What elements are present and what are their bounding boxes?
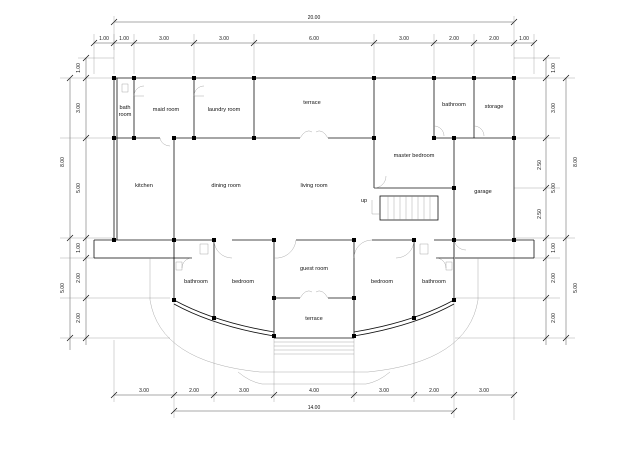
dim-left-6: 2.00 (76, 313, 82, 323)
staircase (371, 195, 439, 221)
dim-bottom-7: 3.00 (479, 388, 489, 394)
walls (93, 77, 535, 339)
dim-left-big-1: 8.00 (60, 157, 66, 167)
dim-top-7: 2.00 (449, 36, 459, 42)
dim-right-6: 1.00 (551, 243, 557, 253)
dim-left-1: 1.00 (76, 63, 82, 73)
dim-bottom-5: 3.00 (379, 388, 389, 394)
dim-bottom-2: 2.00 (189, 388, 199, 394)
dim-top-6: 3.00 (399, 36, 409, 42)
dim-left-3: 5.00 (76, 183, 82, 193)
dim-top-total: 20.00 (308, 15, 321, 21)
label-bath-room: bath (120, 105, 131, 111)
label-bath-room-2: room (119, 112, 132, 118)
dim-right-1: 1.00 (551, 63, 557, 73)
label-laundry-room: laundry room (208, 107, 241, 113)
dim-bottom-6: 2.00 (429, 388, 439, 394)
dimension-labels: 20.00 1.00 1.00 3.00 3.00 6.00 3.00 2.00… (60, 15, 579, 411)
dim-top-4: 3.00 (219, 36, 229, 42)
label-kitchen: kitchen (135, 183, 153, 189)
label-up: up (361, 198, 367, 204)
door-swings (133, 85, 485, 299)
dim-right-7: 2.00 (551, 273, 557, 283)
fixtures (121, 83, 453, 271)
label-bathroom-top: bathroom (442, 102, 466, 108)
dim-bottom-3: 3.00 (239, 388, 249, 394)
dim-bottom-total: 14.00 (308, 405, 321, 411)
label-garage: garage (474, 189, 491, 195)
dim-right-5: 2.50 (537, 209, 543, 219)
label-maid-room: maid room (153, 107, 180, 113)
dim-top-9: 1.00 (519, 36, 529, 42)
label-storage: storage (485, 104, 504, 110)
dim-top-8: 2.00 (489, 36, 499, 42)
dim-right-big-2: 5.00 (573, 283, 579, 293)
dim-bottom-4: 4.00 (309, 388, 319, 394)
label-terrace-top: terrace (303, 100, 320, 106)
label-bedroom-right: bedroom (371, 279, 393, 285)
label-guest-room: guest room (300, 266, 328, 272)
dim-right-big-1: 8.00 (573, 157, 579, 167)
columns (112, 76, 516, 338)
dim-left-4: 1.00 (76, 243, 82, 253)
dim-right-4: 5.00 (551, 183, 557, 193)
label-bathroom-left: bathroom (184, 279, 208, 285)
dim-left-5: 2.00 (76, 273, 82, 283)
dim-top-1: 1.00 (99, 36, 109, 42)
room-labels: bath room maid room laundry room terrace… (119, 100, 504, 322)
dim-left-big-2: 5.00 (60, 283, 66, 293)
label-living-room: living room (300, 183, 327, 189)
dim-right-8: 2.00 (551, 313, 557, 323)
curved-facade (149, 258, 479, 385)
dimension-lines (60, 16, 575, 420)
dim-bottom-1: 3.00 (139, 388, 149, 394)
dim-top-5: 6.00 (309, 36, 319, 42)
label-bathroom-right: bathroom (422, 279, 446, 285)
dim-left-2: 3.00 (76, 103, 82, 113)
dim-top-2: 1.00 (119, 36, 129, 42)
dim-right-3: 2.50 (537, 160, 543, 170)
dim-top-3: 3.00 (159, 36, 169, 42)
label-terrace-bottom: terrace (305, 316, 322, 322)
dim-right-2: 3.00 (551, 103, 557, 113)
label-dining-room: dining room (211, 183, 241, 189)
label-bedroom-left: bedroom (232, 279, 254, 285)
label-master-bedroom: master bedroom (394, 153, 435, 159)
